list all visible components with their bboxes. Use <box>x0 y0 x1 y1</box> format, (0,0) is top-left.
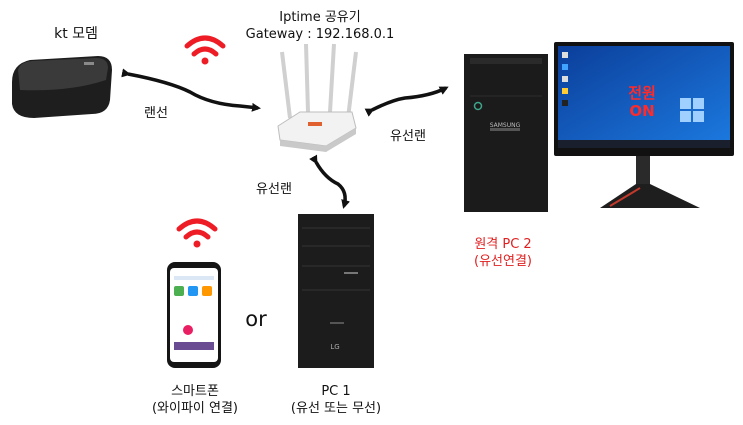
pc1-brand-logo: LG <box>330 343 340 351</box>
pc1-note: (유선 또는 무선) <box>290 401 382 416</box>
link-label-router-remote: 유선랜 <box>390 129 426 144</box>
iptime-router-image <box>277 43 358 152</box>
remote-pc-tower-image <box>464 54 548 212</box>
router-gateway: Gateway : 192.168.0.1 <box>245 27 395 42</box>
link-label-modem-router: 랜선 <box>144 106 168 121</box>
wifi-icon <box>184 35 226 65</box>
monitor-image <box>554 42 734 208</box>
remote-pc-note: (유선연결) <box>474 254 532 269</box>
pc1-tower-image <box>298 214 374 368</box>
remote-pc-brand-logo: SAMSUNG <box>489 122 521 129</box>
link-router-remote <box>364 86 449 117</box>
link-label-router-pc1: 유선랜 <box>256 182 292 197</box>
wifi-icon <box>176 218 218 248</box>
modem-label: kt 모뎀 <box>54 26 98 42</box>
windows-logo-icon <box>680 98 704 122</box>
kt-modem-image <box>12 56 112 118</box>
remote-pc-name: 원격 PC 2 <box>474 237 532 252</box>
pc1-name: PC 1 <box>321 384 351 399</box>
monitor-power-line1: 전원 <box>628 84 656 102</box>
monitor-power-line2: ON <box>629 102 655 120</box>
link-modem-router <box>121 68 261 112</box>
smartphone-image <box>167 262 221 368</box>
link-router-pc1 <box>309 154 350 209</box>
smartphone-name: 스마트폰 <box>171 384 219 399</box>
or-connector: or <box>245 307 267 331</box>
router-title: Iptime 공유기 <box>279 10 361 25</box>
smartphone-note: (와이파이 연결) <box>151 401 239 416</box>
